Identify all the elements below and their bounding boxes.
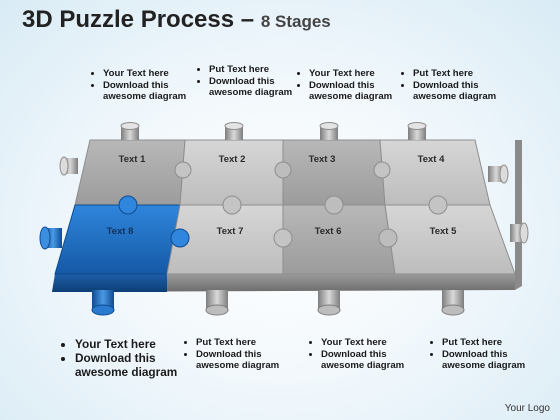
joint-knob-3-6 xyxy=(324,195,344,215)
piece-label-5: Text 5 xyxy=(430,226,457,237)
bottom-note-1: Your Text here Download this awesome dia… xyxy=(60,337,183,379)
piece-8 xyxy=(54,204,181,275)
right-peg-4 xyxy=(488,164,509,184)
note-bullet: Download this awesome diagram xyxy=(309,80,409,103)
piece-4 xyxy=(379,139,491,206)
logo-placeholder: Your Logo xyxy=(504,403,550,414)
piece-6 xyxy=(282,204,396,275)
board-front-side xyxy=(52,274,515,292)
left-peg-8 xyxy=(39,226,62,250)
piece-label-4: Text 4 xyxy=(418,154,445,165)
title-subtitle: 8 Stages xyxy=(260,12,331,31)
joint-knob-2-3 xyxy=(274,161,292,179)
bottom-peg-6 xyxy=(317,290,341,316)
piece-3 xyxy=(282,139,386,206)
note-bullet: Download this awesome diagram xyxy=(321,349,421,372)
top-peg-4 xyxy=(407,122,427,140)
top-note-4: Put Text here Download this awesome diag… xyxy=(398,68,513,103)
joint-knob-6-5 xyxy=(378,228,398,248)
piece-1 xyxy=(74,139,186,206)
bottom-peg-8 xyxy=(91,290,115,316)
joint-knob-1-2 xyxy=(174,161,192,179)
note-bullet: Your Text here xyxy=(75,337,183,351)
joint-knob-7-6 xyxy=(273,228,293,248)
joint-knob-2-7 xyxy=(222,195,242,215)
top-note-2: Put Text here Download this awesome diag… xyxy=(194,64,309,99)
note-bullet: Download this awesome diagram xyxy=(103,80,203,103)
note-bullet: Download this awesome diagram xyxy=(75,351,183,379)
piece-label-1: Text 1 xyxy=(119,154,146,165)
note-bullet: Download this awesome diagram xyxy=(209,76,309,99)
bottom-note-3: Your Text here Download this awesome dia… xyxy=(306,337,421,372)
piece-label-7: Text 7 xyxy=(217,226,244,237)
note-bullet: Your Text here xyxy=(321,337,421,349)
left-peg-1 xyxy=(59,156,78,176)
piece-label-3: Text 3 xyxy=(309,154,336,165)
page-title: 3D Puzzle Process – 8 Stages xyxy=(22,6,331,34)
top-peg-2 xyxy=(224,122,244,140)
piece-2 xyxy=(179,139,284,206)
bottom-note-4: Put Text here Download this awesome diag… xyxy=(427,337,542,372)
top-note-3: Your Text here Download this awesome dia… xyxy=(294,68,409,103)
piece-label-2: Text 2 xyxy=(219,154,246,165)
piece-label-6: Text 6 xyxy=(315,226,342,237)
bottom-peg-7 xyxy=(205,290,229,316)
note-bullet: Download this awesome diagram xyxy=(442,349,542,372)
note-bullet: Your Text here xyxy=(103,68,203,80)
note-bullet: Put Text here xyxy=(209,64,309,76)
note-bullet: Download this awesome diagram xyxy=(413,80,513,103)
title-main: 3D Puzzle Process xyxy=(22,6,235,33)
piece-5 xyxy=(384,204,516,275)
top-peg-1 xyxy=(120,122,140,140)
note-bullet: Put Text here xyxy=(442,337,542,349)
note-bullet: Put Text here xyxy=(196,337,296,349)
board-right-side xyxy=(515,140,522,290)
piece-label-8: Text 8 xyxy=(107,226,134,237)
title-dash: – xyxy=(240,6,255,33)
piece-8-front-side xyxy=(52,274,167,292)
top-peg-3 xyxy=(319,122,339,140)
joint-knob-3-4 xyxy=(373,161,391,179)
bottom-peg-5 xyxy=(441,290,465,316)
joint-knob-4-5 xyxy=(428,195,448,215)
note-bullet: Your Text here xyxy=(309,68,409,80)
joint-knob-8-7 xyxy=(170,228,190,248)
joint-knob-1-8 xyxy=(118,195,138,215)
top-note-1: Your Text here Download this awesome dia… xyxy=(88,68,203,103)
note-bullet: Put Text here xyxy=(413,68,513,80)
note-bullet: Download this awesome diagram xyxy=(196,349,296,372)
bottom-note-2: Put Text here Download this awesome diag… xyxy=(181,337,296,372)
right-peg-5 xyxy=(510,222,529,244)
